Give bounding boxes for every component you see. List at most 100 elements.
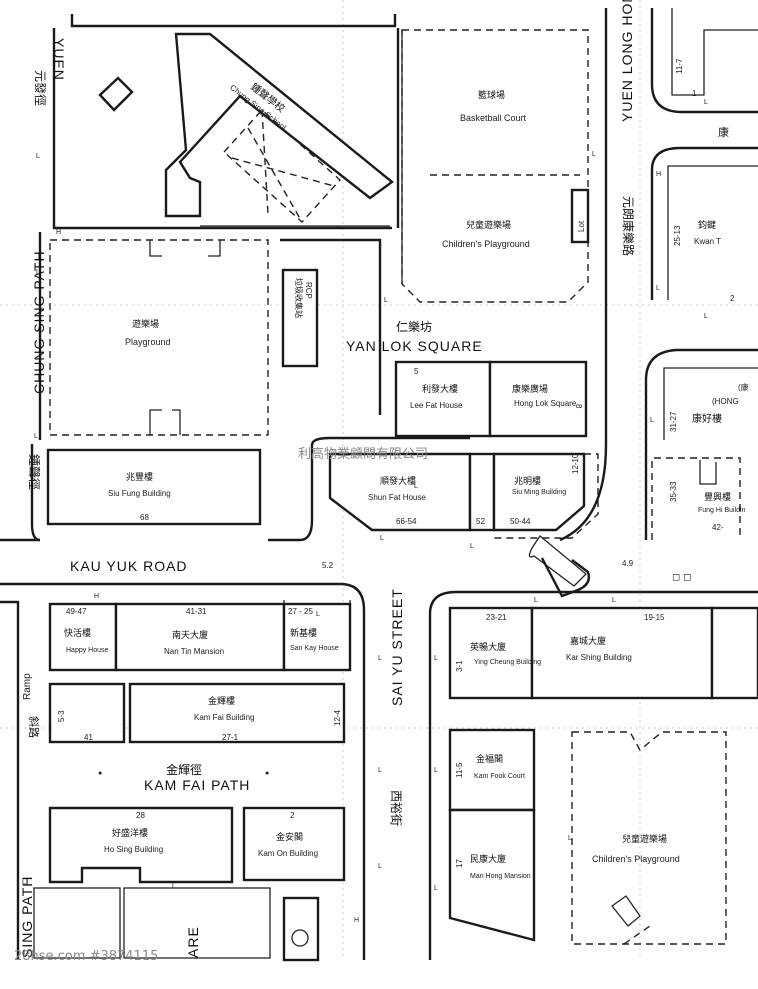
hong-k-fragment: (HONG (712, 397, 739, 406)
road-label-chung-sing-path: CHUNG SING PATH (31, 250, 47, 394)
happy-en: Happy House (66, 647, 109, 654)
road-label-kam-fai-path: KAM FAI PATH (144, 777, 250, 793)
kam-fai-en: Kam Fai Building (194, 713, 254, 722)
playground-block (38, 232, 269, 440)
ho-sing-num: 28 (136, 811, 145, 820)
hong-k-num: 31-27 (669, 411, 678, 432)
kam-fai-num2: 41 (84, 733, 93, 742)
svg-text:L: L (470, 543, 474, 550)
svg-text:L: L (534, 597, 538, 604)
siu-ming-cn: 兆明樓 (514, 475, 541, 487)
svg-text:L: L (378, 767, 382, 774)
road-edge-kau-yuk-left (0, 444, 41, 542)
man-hong-en: Man Hong Mansion (470, 873, 531, 880)
shun-fat-en: Shun Fat House (368, 493, 426, 502)
siu-fung-cn: 兆豐樓 (126, 471, 153, 483)
road-edge-yuen-long-hong (559, 8, 608, 542)
svg-text:L: L (434, 885, 438, 892)
basketball-area (401, 29, 590, 303)
shun-fat-cn: 順發大樓 (380, 475, 416, 487)
nan-tin-num: 41-31 (186, 607, 207, 616)
road-label-kau-yuk-road: KAU YUK ROAD (70, 558, 188, 574)
kar-shing-num: 19-15 (644, 613, 665, 622)
road-label-sing-path: SING PATH (19, 876, 35, 958)
siu-fung-block (46, 448, 262, 526)
rcp-label-en: RCP (304, 282, 313, 299)
happy-num: 49-47 (66, 607, 87, 616)
road-label-chung-sing-path-cn: 鍾聲徑 (27, 454, 42, 490)
siu-fung-en: Siu Fung Building (108, 489, 171, 498)
rcp-label-cn: 垃圾收集站 (294, 278, 304, 318)
svg-text:H: H (56, 229, 61, 236)
fung-hing-en: Fung Hi Buildin (698, 507, 746, 514)
label-1: 1 (692, 89, 697, 98)
road-label-sai-yu-street-cn: 西裕街 (389, 790, 404, 826)
childrens-playground-top-en: Children's Playground (442, 239, 530, 249)
south-west-blocks (0, 600, 352, 962)
svg-text:H: H (656, 171, 661, 178)
hong-lok-en: Hong Lok Square (514, 399, 577, 408)
svg-text:●: ● (98, 770, 102, 777)
south-east-blocks (448, 606, 758, 945)
shun-fat-num: 66-54 (396, 517, 417, 526)
svg-text:H: H (354, 917, 359, 924)
fung-hing-cn: 豐興樓 (704, 491, 731, 503)
svg-text:L: L (568, 835, 572, 842)
svg-text:L: L (36, 153, 40, 160)
svg-text:L: L (656, 285, 660, 292)
svg-text:H: H (94, 593, 99, 600)
kar-shing-en: Kar Shing Building (566, 653, 632, 662)
road-edge-kau-yuk-mid (268, 436, 470, 542)
siu-ming-en: Siu Ming Building (512, 489, 566, 496)
agent-watermark: 利高物業顧問有限公司 (298, 446, 428, 462)
ying-cheung-cn: 英暢大廈 (470, 641, 506, 653)
basketball-court-en: Basketball Court (460, 113, 527, 123)
road-label-yuen-long-hong: YUEN LONG HONG (619, 0, 635, 122)
svg-text:L: L (378, 655, 382, 662)
svg-text:L: L (434, 767, 438, 774)
lamp-markers: L L L H L L H L L L L L L L L L H L L L … (22, 99, 708, 924)
yan-lok-buildings (328, 360, 599, 539)
san-kay-en: San Kay House (290, 645, 339, 652)
road-edge-kau-yuk-south-left (0, 582, 366, 960)
man-hong-cn: 民康大廈 (470, 853, 506, 865)
kam-on-num: 2 (290, 811, 295, 820)
bollard-markers: ◻ ◻ (672, 572, 691, 583)
road-label-ramp: Ramp (22, 673, 33, 700)
kar-shing-cn: 嘉城大廈 (570, 635, 606, 647)
square-label-cn: 仁樂坊 (396, 319, 432, 334)
svg-text:L: L (384, 297, 388, 304)
kang-char: 康 (718, 125, 729, 139)
svg-text:L: L (414, 483, 418, 490)
svg-text:●: ● (265, 770, 269, 777)
childrens-playground-bottom-cn: 兒童遊樂場 (622, 833, 667, 845)
svg-text:L: L (36, 269, 40, 276)
svg-text:L: L (612, 597, 616, 604)
basketball-court-cn: 籃球場 (478, 89, 505, 101)
lot-label: Lot (577, 220, 586, 232)
siu-ming-num3: 12-10 (571, 453, 580, 474)
playground-cn: 遊樂場 (132, 318, 159, 330)
svg-text:L: L (378, 863, 382, 870)
playground-en: Playground (125, 337, 171, 347)
svg-text:L: L (704, 99, 708, 106)
svg-text:L: L (592, 151, 596, 158)
hong-k-cn-fragment: (康 (738, 382, 749, 392)
kwan-t-cn: 鈞鍵 (698, 219, 716, 231)
san-kay-num: 27 - 25 (288, 607, 313, 616)
rcp-block (281, 268, 319, 368)
hong-lok-num: 8 (574, 404, 583, 409)
kam-fai-num4: 12-4 (333, 709, 342, 726)
nan-tin-cn: 南天大廈 (172, 629, 208, 641)
level-4-9: 4.9 (622, 559, 634, 568)
siu-ming-num2: 52 (476, 517, 485, 526)
hong-lok-cn: 康樂廣場 (512, 383, 548, 395)
road-label-sai-yu-street: SAI YU STREET (389, 588, 405, 706)
kwan-t-en: Kwan T (694, 237, 721, 246)
top-right-blocks (644, 8, 758, 540)
ho-sing-en: Ho Sing Building (104, 845, 163, 854)
svg-text:L: L (434, 655, 438, 662)
location-pointer-hand-icon (528, 535, 591, 598)
kam-fai-cn: 金輝樓 (208, 695, 235, 707)
